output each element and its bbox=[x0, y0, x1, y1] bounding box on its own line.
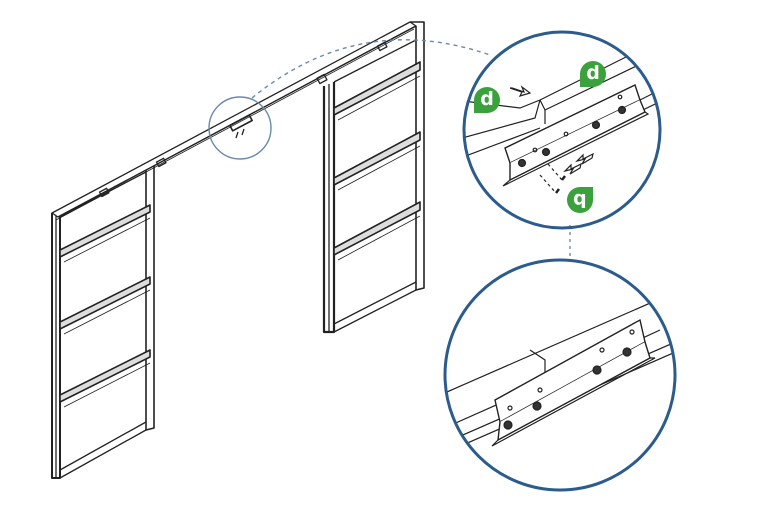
right-door-frame bbox=[322, 21, 425, 334]
left-door-frame bbox=[51, 166, 155, 479]
callout-badge-d-left: d bbox=[474, 87, 500, 113]
callout-badge-d-right: d bbox=[580, 61, 606, 87]
joint-highlight-circle bbox=[208, 96, 272, 160]
detail-circle-top bbox=[462, 30, 662, 230]
callout-badge-b-bottom: b bbox=[567, 187, 593, 213]
detail-circle-bottom bbox=[443, 258, 677, 492]
top-track bbox=[51, 21, 417, 221]
dashed-leader bbox=[251, 39, 491, 99]
detail-assembled-view bbox=[443, 258, 677, 492]
detail-exploded-view bbox=[462, 30, 662, 230]
